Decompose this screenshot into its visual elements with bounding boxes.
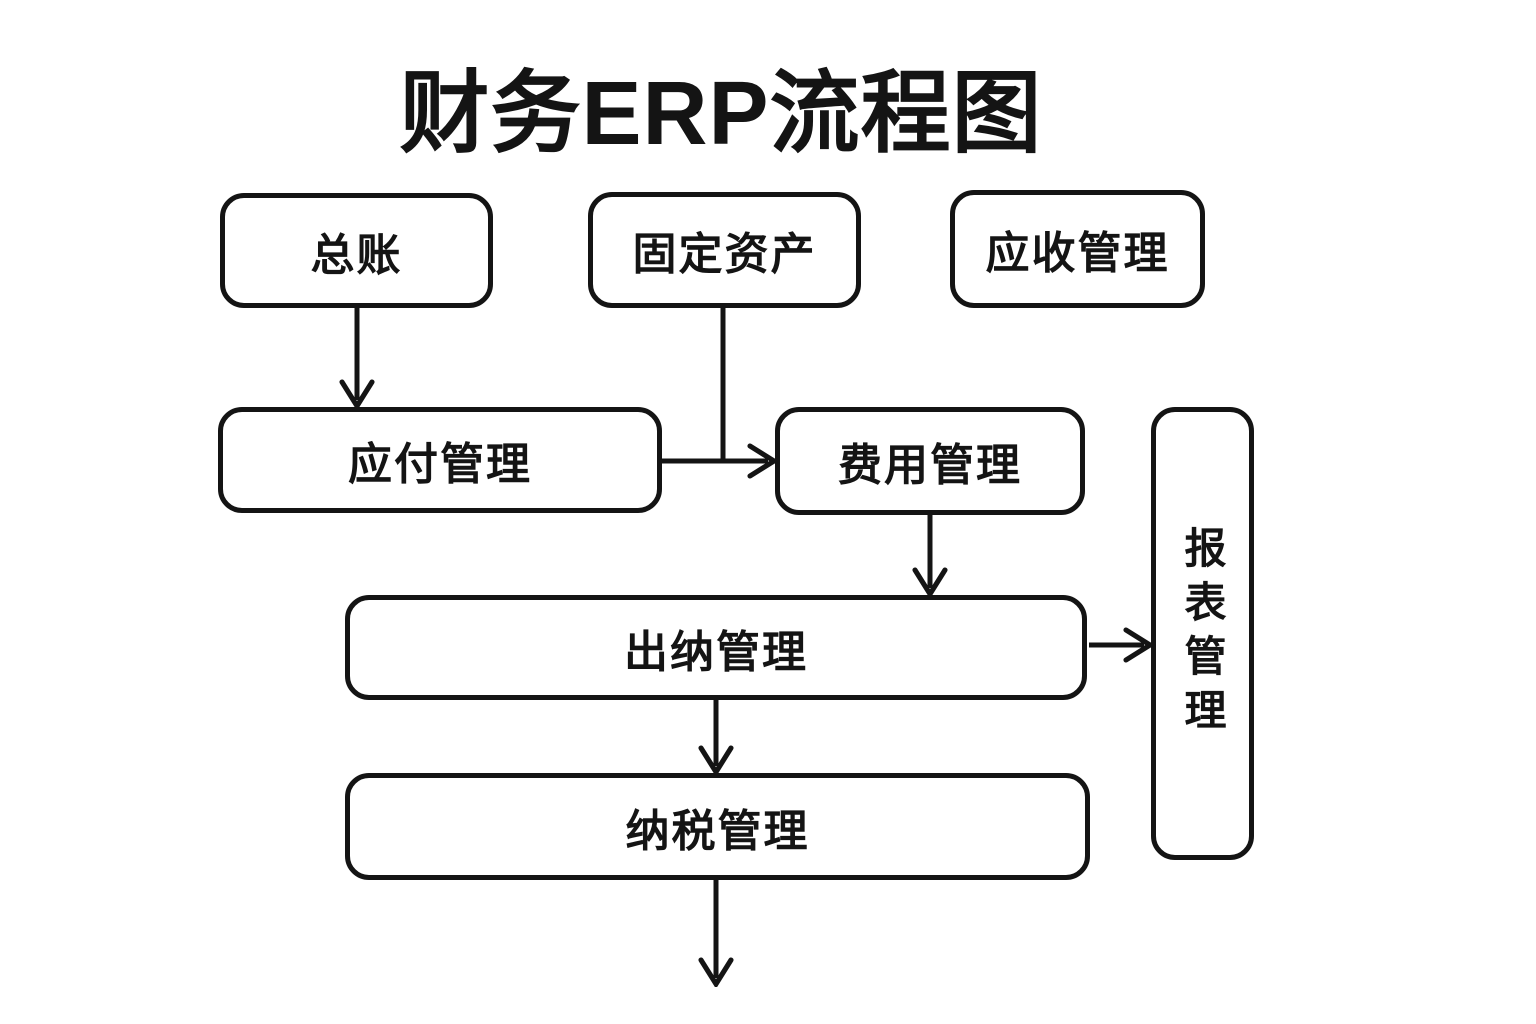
node-fixed-assets-label: 固定资产 bbox=[632, 230, 817, 279]
node-payables-management-label: 应付管理 bbox=[348, 440, 532, 489]
node-receivables-management: 应收管理 bbox=[950, 190, 1205, 308]
node-cashier-management-label: 出纳管理 bbox=[624, 627, 808, 677]
node-cashier-management: 出纳管理 bbox=[345, 595, 1087, 700]
page-title: 财务ERP流程图 bbox=[399, 64, 1043, 164]
node-receivables-management-label: 应收管理 bbox=[985, 229, 1170, 278]
node-fixed-assets: 固定资产 bbox=[588, 192, 861, 308]
node-tax-management-label: 纳税管理 bbox=[625, 806, 810, 856]
node-report-management: 报表管理 bbox=[1151, 407, 1254, 860]
node-general-ledger: 总账 bbox=[220, 193, 493, 308]
node-expense-management: 费用管理 bbox=[775, 407, 1085, 515]
node-expense-management-label: 费用管理 bbox=[838, 441, 1022, 490]
node-general-ledger-label: 总账 bbox=[310, 230, 403, 280]
node-tax-management: 纳税管理 bbox=[345, 773, 1090, 880]
node-payables-management: 应付管理 bbox=[218, 407, 662, 513]
node-report-management-label: 报表管理 bbox=[1179, 525, 1226, 742]
